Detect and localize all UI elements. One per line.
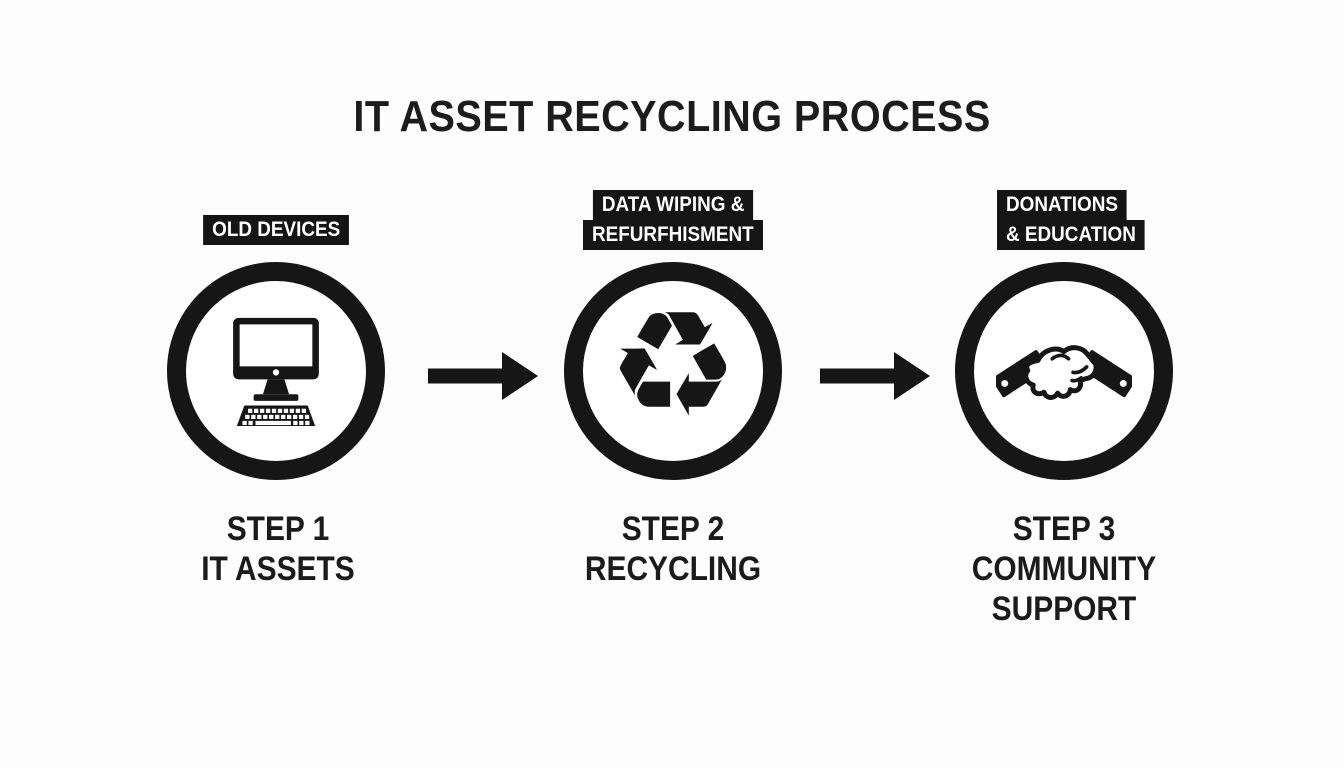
step2-tag: DATA WIPING & REFURFHISMENT [573, 190, 773, 250]
step3-tag: DONATIONS & EDUCATION [997, 190, 1161, 250]
step3-tag-line1: DONATIONS [997, 190, 1128, 220]
step1-circle [167, 262, 385, 480]
recycling-arrows-icon: ♻ [607, 280, 739, 450]
step3-circle [955, 262, 1173, 480]
step3-tag-line2: & EDUCATION [997, 220, 1145, 250]
step2-caption-line1: STEP 2 [621, 510, 725, 548]
step3-caption-line2: COMMUNITY [971, 550, 1157, 588]
desktop-computer-icon [233, 317, 319, 426]
step1-tag-line1: OLD DEVICES [202, 215, 350, 245]
arrow-right-icon [820, 352, 930, 400]
step2-caption: STEP 2 RECYCLING [561, 509, 785, 589]
handshake-icon [996, 345, 1132, 400]
step2-caption-line2: RECYCLING [584, 550, 762, 588]
step1-tag: OLD DEVICES [176, 215, 376, 245]
step3-caption-line3: SUPPORT [991, 590, 1137, 628]
step3-caption-line1: STEP 3 [1012, 510, 1116, 548]
page-title-text: IT ASSET RECYCLING PROCESS [353, 92, 991, 141]
arrow-right-icon [428, 352, 538, 400]
step1-caption-line2: IT ASSETS [201, 550, 355, 588]
step3-caption: STEP 3 COMMUNITY SUPPORT [952, 509, 1176, 629]
step2-circle: ♻ [564, 262, 782, 480]
step1-caption-line1: STEP 1 [226, 510, 330, 548]
step2-tag-line1: DATA WIPING & [592, 190, 754, 220]
step2-tag-line2: REFURFHISMENT [583, 220, 763, 250]
step1-caption: STEP 1 IT ASSETS [166, 509, 390, 589]
page-title: IT ASSET RECYCLING PROCESS [0, 92, 1344, 142]
